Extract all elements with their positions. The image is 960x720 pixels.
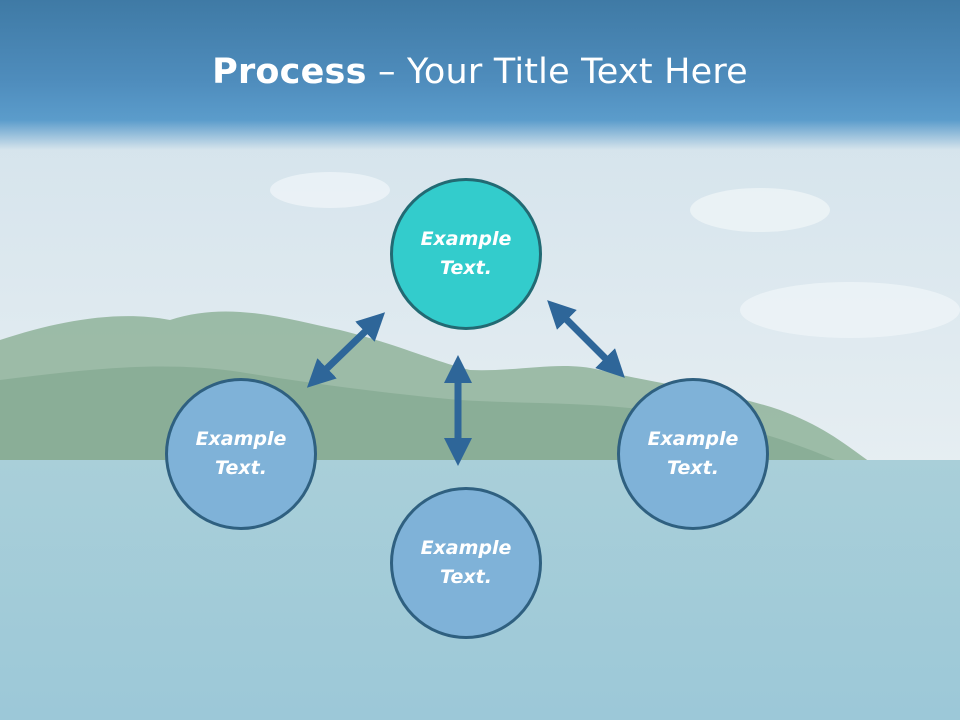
process-node-left: Example Text. <box>165 378 317 530</box>
process-node-left-label: Example Text. <box>195 428 287 479</box>
title-bold-part: Process <box>212 52 367 92</box>
arrow-top-left <box>306 312 386 388</box>
process-node-bottom: Example Text. <box>390 487 542 639</box>
title-rest-part: – Your Title Text Here <box>366 52 748 92</box>
process-node-top: Example Text. <box>390 178 542 330</box>
process-node-top-label: Example Text. <box>420 228 512 279</box>
title-bar <box>0 0 960 150</box>
process-node-right-label: Example Text. <box>647 428 739 479</box>
process-node-bottom-label: Example Text. <box>420 537 512 588</box>
arrow-top-right <box>547 300 625 378</box>
process-node-right: Example Text. <box>617 378 769 530</box>
slide-title: Process – Your Title Text Here <box>0 52 960 92</box>
